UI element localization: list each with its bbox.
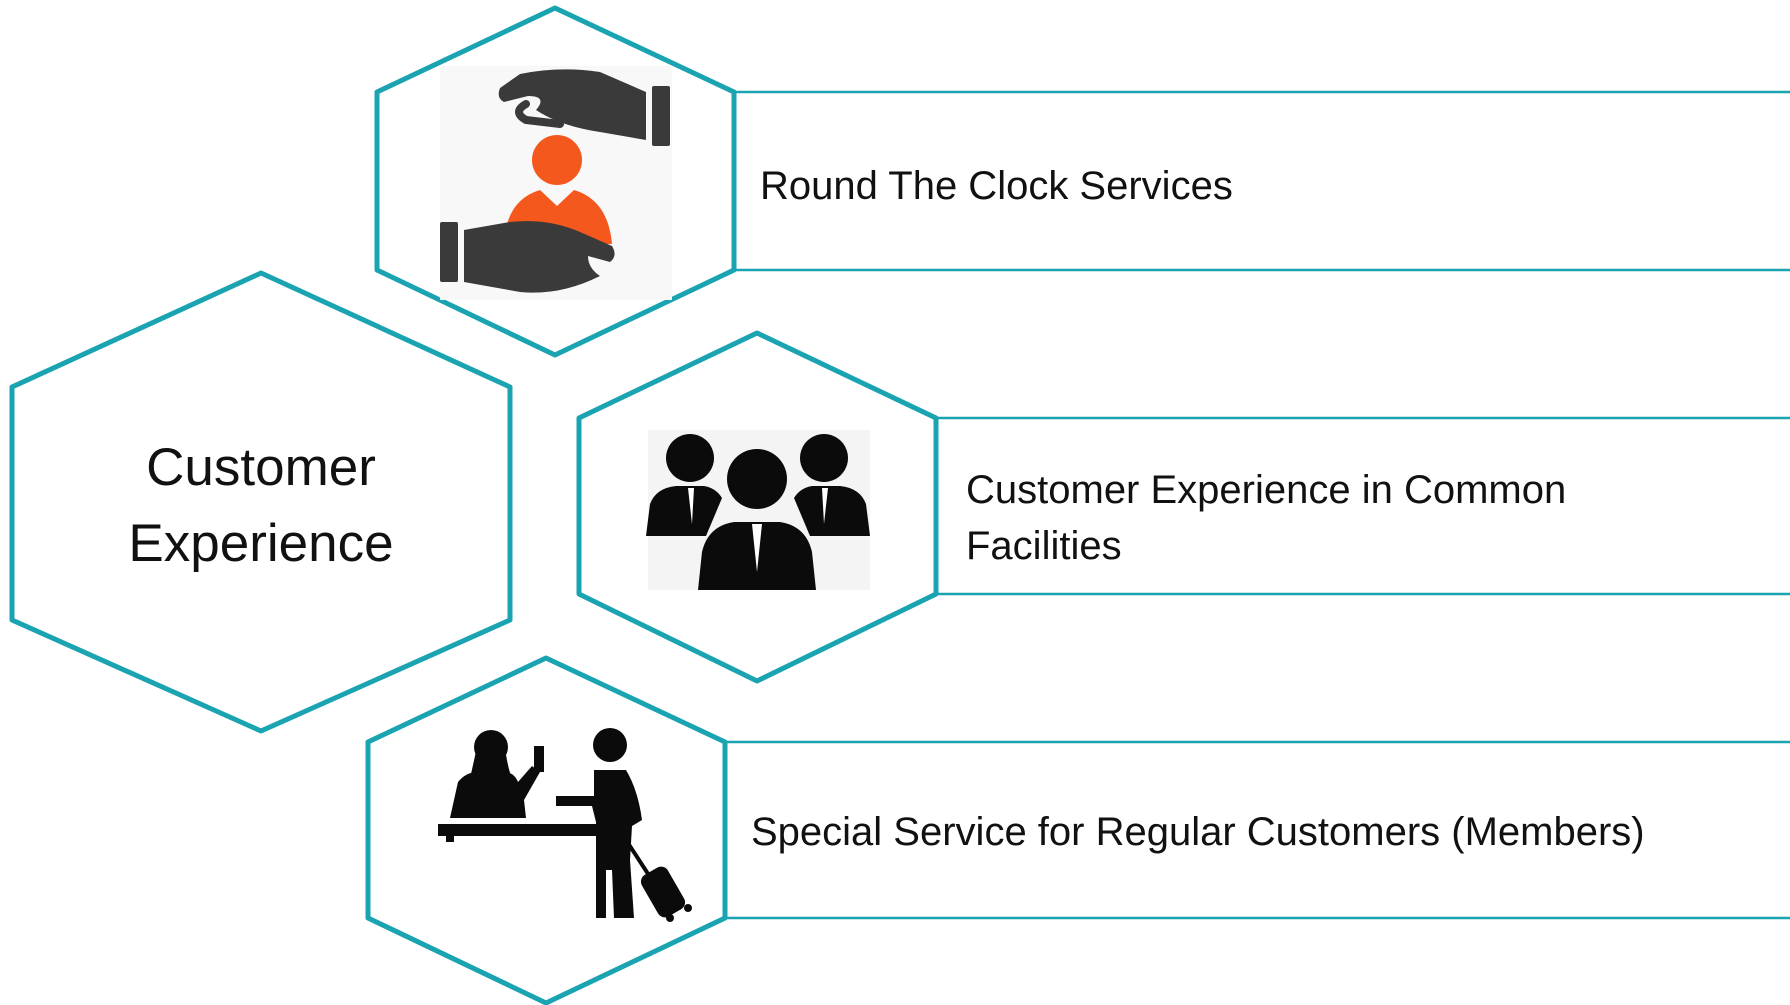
item-label-2: Customer Experience in Common Facilities (966, 462, 1666, 574)
item-label-1: Round The Clock Services (760, 164, 1233, 208)
people-group-icon (646, 430, 870, 590)
connector-bar-1 (734, 90, 1790, 272)
care-hands-person-icon (440, 66, 672, 300)
item-label-2-line-1: Customer Experience in Common (966, 468, 1567, 512)
central-title: Customer Experience (0, 430, 522, 582)
central-hexagon (9, 270, 513, 734)
connector-bar-2 (936, 416, 1790, 596)
connector-bar-3 (725, 740, 1790, 920)
central-title-line-2: Experience (128, 514, 394, 573)
item-label-3: Special Service for Regular Customers (M… (751, 810, 1645, 854)
central-title-line-1: Customer (146, 438, 376, 497)
item-label-2-line-2: Facilities (966, 524, 1122, 568)
reception-desk-icon (438, 728, 692, 922)
